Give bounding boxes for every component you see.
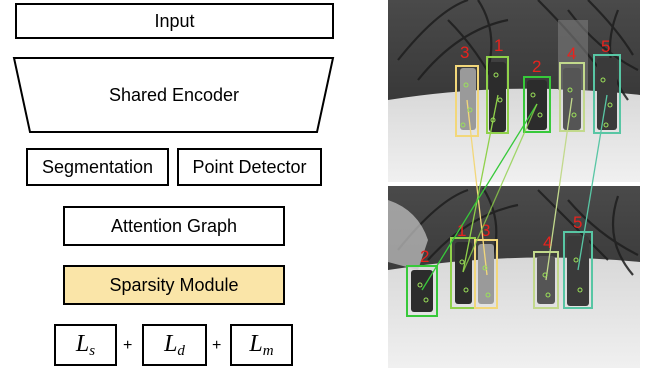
sparsity-module-label: Sparsity Module [109,274,239,295]
matched-photo-pair: 3 1 2 4 5 [388,0,640,368]
top-label-4: 4 [567,44,576,63]
plus-sign-1: + [123,337,133,354]
top-label-5: 5 [601,37,610,56]
top-label-2: 2 [532,57,541,76]
attention-graph-label: Attention Graph [110,215,238,236]
top-labels: 3 1 2 4 5 [460,36,610,76]
bottom-label-3: 3 [481,221,490,240]
sparsity-module-box: Sparsity Module [63,265,285,305]
match-lines [421,94,608,291]
point-detector-label: Point Detector [192,156,307,177]
bottom-label-1: 1 [457,221,466,240]
loss-s-box: Ls [54,324,117,366]
loss-d-label: Ld [164,330,185,359]
photo-svg: 3 1 2 4 5 [388,0,640,368]
segmentation-label: Segmentation [41,156,154,177]
bottom-labels: 2 1 3 4 5 [420,213,582,266]
point-detector-box: Point Detector [177,148,322,186]
bottom-boxes [406,231,593,317]
loss-m-box: Lm [230,324,293,366]
attention-graph-box: Attention Graph [63,206,285,246]
plus-sign-2: + [212,337,222,354]
loss-s-label: Ls [75,330,96,359]
bottom-label-5: 5 [573,213,582,232]
keypoints [417,72,613,303]
bottom-photo: 2 1 3 4 5 [388,186,640,368]
loss-d-box: Ld [142,324,207,366]
top-boxes [455,54,621,137]
shared-encoder-label: Shared Encoder [109,85,239,105]
loss-m-label: Lm [249,330,274,359]
bottom-label-2: 2 [420,247,429,266]
segmentation-box: Segmentation [26,148,169,186]
shared-encoder-trapezoid: Shared Encoder [12,57,335,133]
input-box: Input [15,3,334,39]
top-label-1: 1 [494,36,503,55]
top-label-3: 3 [460,43,469,62]
bottom-label-4: 4 [543,233,552,252]
input-label: Input [154,10,195,31]
